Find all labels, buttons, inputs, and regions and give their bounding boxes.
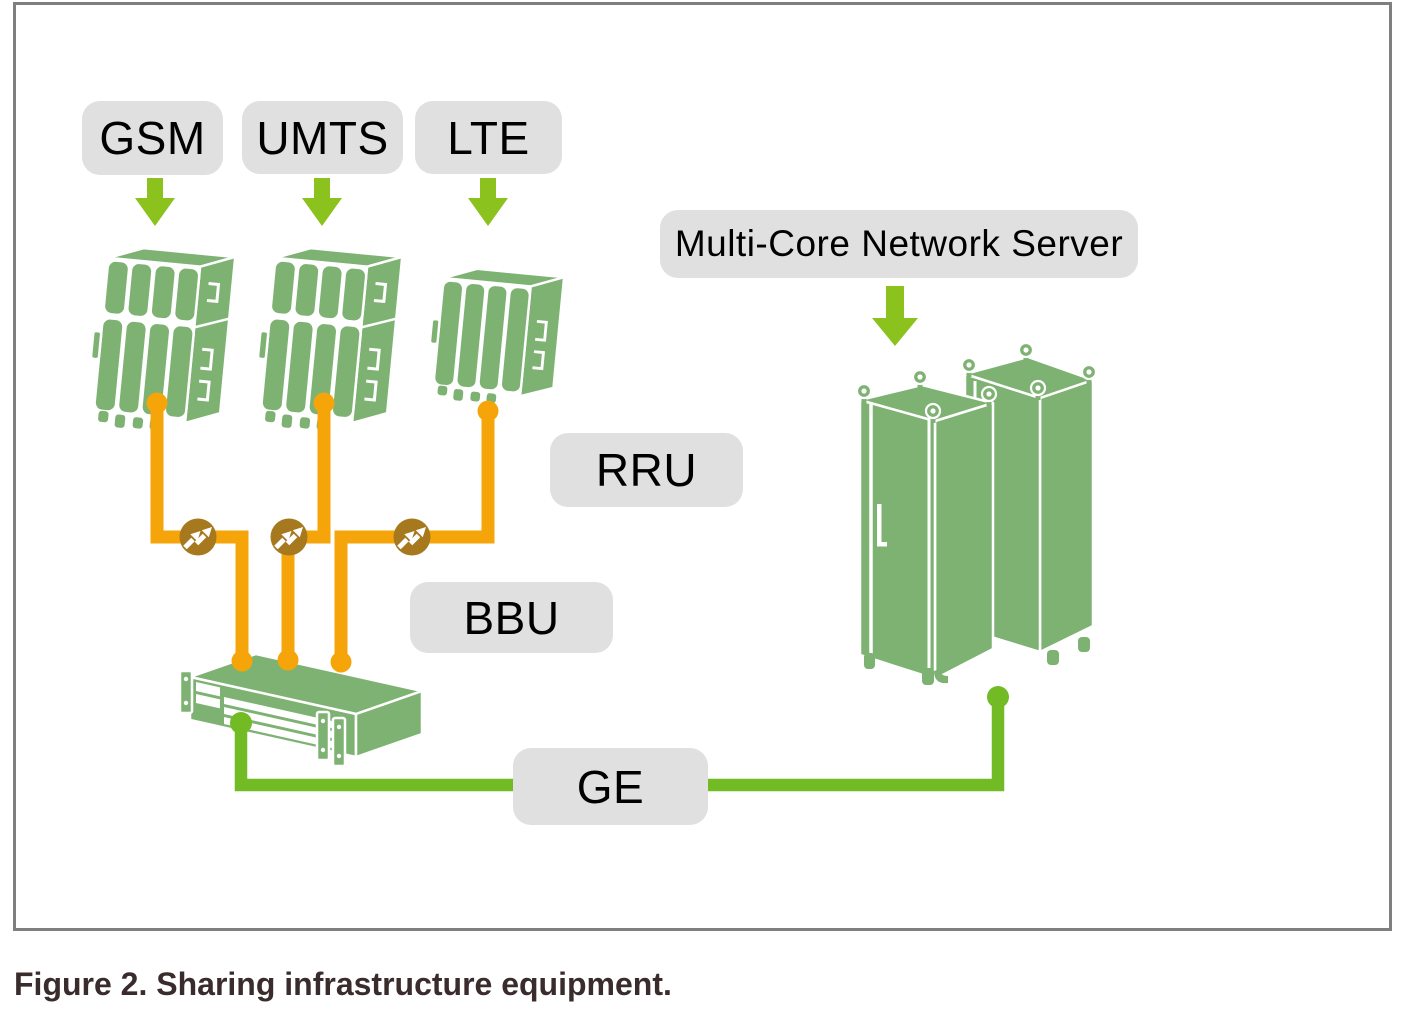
fiber-node-dots	[146, 392, 499, 673]
down-arrow-icon-gsm	[135, 178, 175, 226]
cabinet-door-handle	[877, 504, 887, 547]
server-cabinet-left	[855, 368, 998, 685]
server-label: Multi-Core Network Server	[660, 210, 1138, 278]
down-arrow-icon-server	[872, 286, 918, 346]
ge-label: GE	[513, 748, 708, 825]
bbu-rack-ears	[178, 669, 347, 768]
gsm-label: GSM	[82, 101, 223, 175]
combiner-connector-icon-3	[394, 519, 431, 556]
bbu-device	[178, 652, 424, 768]
figure-caption: Figure 2. Sharing infrastructure equipme…	[14, 966, 672, 1002]
bbu-label: BBU	[410, 582, 613, 653]
ge-node-dots	[230, 686, 1009, 734]
down-arrow-icon-lte	[468, 178, 508, 226]
combiner-connector-icon-2	[271, 519, 308, 556]
combiner-connector-icon-1	[180, 519, 217, 556]
down-arrow-icon-umts	[302, 178, 342, 226]
rru-device-lte	[423, 263, 566, 412]
umts-label: UMTS	[242, 101, 403, 174]
rru-label: RRU	[550, 433, 743, 507]
lte-label: LTE	[415, 101, 562, 174]
